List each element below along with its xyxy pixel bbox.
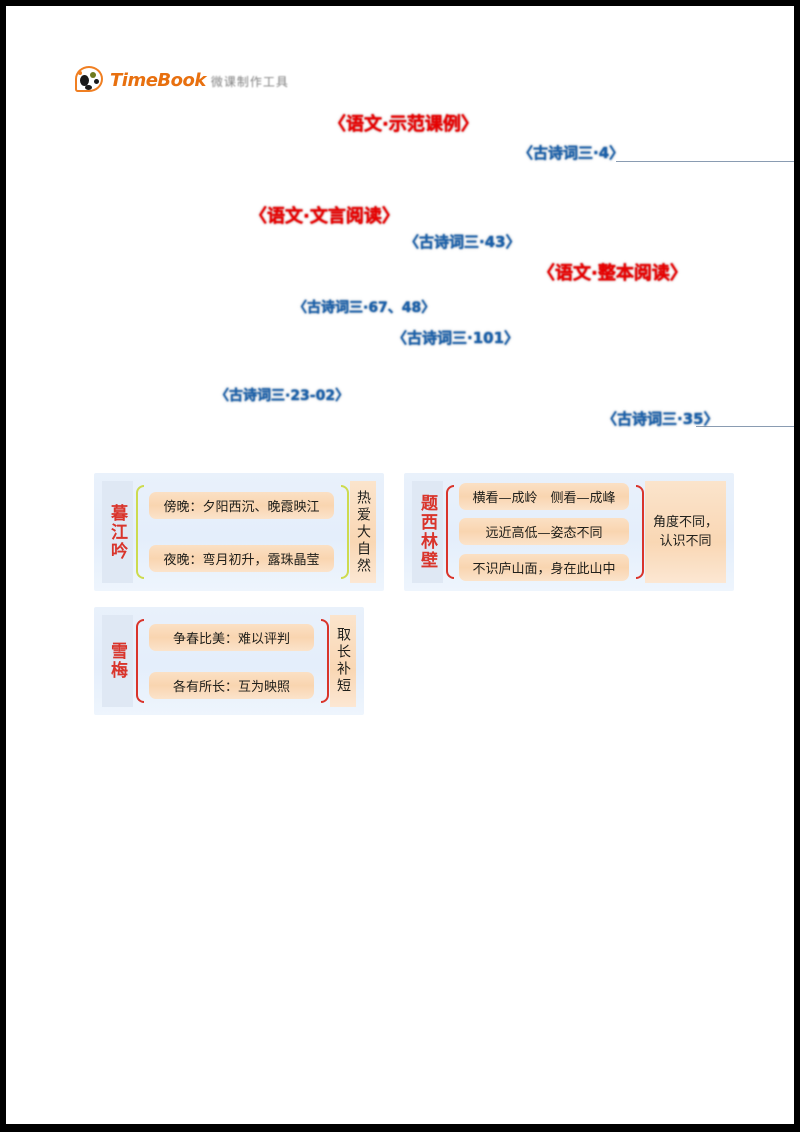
row-pill: 夜晚：弯月初升，露珠晶莹	[149, 545, 334, 572]
card-rows: 傍晚：夕阳西沉、晚霞映江夜晚：弯月初升，露珠晶莹	[145, 481, 338, 583]
heading-h5: 〈语文·整本阅读〉	[537, 263, 688, 284]
timebook-logo: TimeBook 微课制作工具	[74, 64, 289, 98]
card-xuemei: 雪梅争春比美：难以评判各有所长：互为映照取长补短	[94, 607, 364, 715]
right-brace-icon	[318, 615, 330, 707]
left-brace-icon	[133, 615, 145, 707]
card-title: 雪梅	[102, 615, 133, 707]
card-mujiangyin: 暮江吟傍晚：夕阳西沉、晚霞映江夜晚：弯月初升，露珠晶莹热爱大自然	[94, 473, 384, 591]
card-conclusion: 取长补短	[330, 615, 356, 707]
heading-h1: 〈语文·示范课例〉	[328, 114, 479, 135]
horizontal-rule-1	[696, 426, 794, 427]
card-title: 题西林壁	[412, 481, 443, 583]
heading-h4: 〈古诗词三·43〉	[404, 233, 521, 251]
document-page: TimeBook 微课制作工具 〈语文·示范课例〉〈古诗词三·4〉〈语文·文言阅…	[6, 6, 794, 1124]
heading-h7: 〈古诗词三·101〉	[392, 329, 520, 347]
card-conclusion: 角度不同， 认识不同	[644, 481, 726, 583]
card-tixilinbi: 题西林壁横看—成岭 侧看—成峰远近高低—姿态不同不识庐山面，身在此山中角度不同，…	[404, 473, 734, 591]
timebook-logo-icon	[74, 66, 106, 96]
row-pill: 傍晚：夕阳西沉、晚霞映江	[149, 492, 334, 519]
horizontal-rule-0	[616, 161, 794, 162]
row-pill: 各有所长：互为映照	[149, 671, 314, 699]
card-conclusion: 热爱大自然	[350, 481, 376, 583]
conclusion-line: 角度不同，	[652, 514, 718, 530]
heading-h8: 〈古诗词三·23-02〉	[215, 388, 350, 404]
left-brace-icon	[133, 481, 145, 583]
left-brace-icon	[443, 481, 455, 583]
card-rows: 横看—成岭 侧看—成峰远近高低—姿态不同不识庐山面，身在此山中	[455, 481, 633, 583]
row-pill: 远近高低—姿态不同	[459, 518, 629, 546]
heading-h2: 〈古诗词三·4〉	[518, 144, 625, 162]
row-pill: 争春比美：难以评判	[149, 623, 314, 651]
right-brace-icon	[338, 481, 350, 583]
card-rows: 争春比美：难以评判各有所长：互为映照	[145, 615, 318, 707]
heading-h3: 〈语文·文言阅读〉	[249, 206, 400, 227]
conclusion-line: 认识不同	[659, 534, 712, 549]
heading-h9: 〈古诗词三·35〉	[602, 410, 719, 428]
right-brace-icon	[633, 481, 645, 583]
logo-subtitle: 微课制作工具	[210, 74, 289, 89]
row-pill: 横看—成岭 侧看—成峰	[459, 483, 629, 511]
heading-h6: 〈古诗词三·67、48〉	[293, 300, 436, 316]
logo-wordmark: TimeBook	[110, 70, 206, 91]
card-title: 暮江吟	[102, 481, 133, 583]
row-pill: 不识庐山面，身在此山中	[459, 553, 629, 581]
